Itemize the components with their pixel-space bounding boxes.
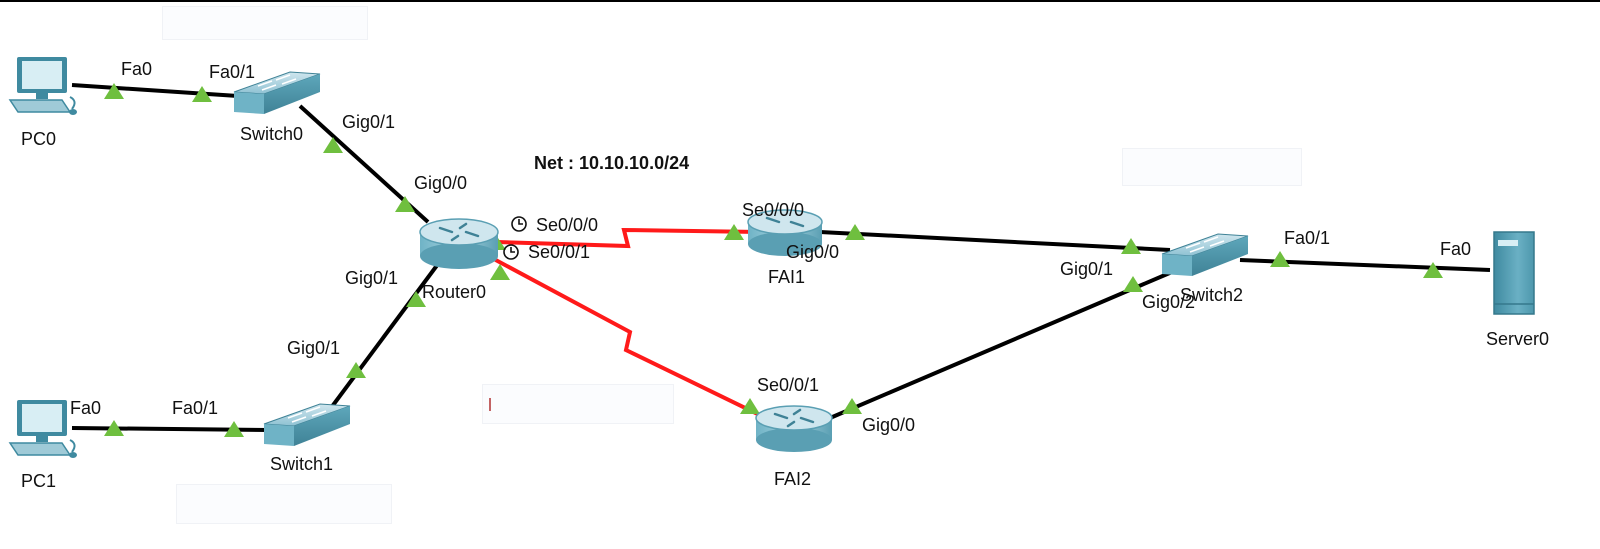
device-label: PC0	[21, 129, 56, 149]
link-fai1-switch2[interactable]	[819, 230, 1171, 252]
device-switch2[interactable]: Switch2	[1161, 233, 1249, 305]
router-icon	[419, 218, 499, 269]
port-up-icon	[1270, 251, 1290, 267]
port-label: Gig0/1	[345, 268, 398, 288]
port-up-icon	[845, 224, 865, 240]
device-fai1[interactable]: FAI1	[747, 209, 823, 287]
link-switch1-router0[interactable]	[320, 262, 440, 422]
serial-link-router0-fai1[interactable]	[496, 227, 761, 249]
link-fai2-switch2[interactable]	[829, 270, 1173, 420]
device-pc0[interactable]: PC0	[8, 57, 77, 149]
device-label: Switch2	[1180, 285, 1243, 305]
device-label: Switch1	[270, 454, 333, 474]
port-up-icon	[323, 137, 343, 153]
port-label: Se0/0/0	[536, 215, 598, 235]
port-up-icon	[1123, 276, 1143, 292]
port-up-icon	[1121, 238, 1141, 254]
port-label: Fa0	[121, 59, 152, 79]
port-up-icon	[740, 398, 760, 414]
port-up-icon	[192, 86, 212, 102]
port-up-icon	[842, 398, 862, 414]
port-label: Gig0/1	[287, 338, 340, 358]
device-label: Server0	[1486, 329, 1549, 349]
port-label: Fa0/1	[172, 398, 218, 418]
device-router0[interactable]: Router0	[419, 218, 499, 302]
port-label: Gig0/1	[342, 112, 395, 132]
empty-note-box[interactable]	[482, 384, 674, 424]
port-label: Se0/0/1	[528, 242, 590, 262]
clock-icon	[511, 216, 527, 232]
port-up-icon	[490, 264, 510, 280]
port-label: Se0/0/1	[757, 375, 819, 395]
switch-icon	[263, 403, 351, 446]
port-up-icon	[224, 421, 244, 437]
port-up-icon	[104, 420, 124, 436]
device-label: Switch0	[240, 124, 303, 144]
device-pc1[interactable]: PC1	[8, 400, 77, 491]
port-label: Fa0	[70, 398, 101, 418]
port-label: Gig0/0	[862, 415, 915, 435]
port-label: Fa0/1	[1284, 228, 1330, 248]
switch-icon	[1161, 233, 1249, 276]
empty-note-box[interactable]	[176, 484, 392, 524]
port-up-icon	[346, 362, 366, 378]
server-icon	[1493, 231, 1535, 315]
device-switch0[interactable]: Switch0	[233, 71, 321, 144]
device-label: FAI2	[774, 469, 811, 489]
empty-note-box[interactable]	[162, 6, 368, 40]
switch-icon	[233, 71, 321, 114]
port-label: Se0/0/0	[742, 200, 804, 220]
port-up-icon	[1423, 262, 1443, 278]
port-label: Gig0/1	[1060, 259, 1113, 279]
port-up-icon	[406, 291, 426, 307]
empty-note-box[interactable]	[1122, 148, 1302, 186]
serial-link-router0-fai2[interactable]	[491, 256, 771, 422]
device-label: FAI1	[768, 267, 805, 287]
router-icon	[747, 209, 823, 256]
device-label: PC1	[21, 471, 56, 491]
router-icon	[755, 405, 833, 452]
port-status-markers	[104, 83, 1443, 437]
port-label: Fa0	[1440, 239, 1471, 259]
port-label: Fa0/1	[209, 62, 255, 82]
pc-icon	[8, 57, 77, 115]
pc-icon	[8, 400, 77, 458]
port-up-icon	[395, 196, 415, 212]
clock-icon	[503, 244, 519, 260]
port-label: Gig0/0	[414, 173, 467, 193]
device-fai2[interactable]: FAI2	[755, 405, 833, 489]
network-annotation[interactable]: Net : 10.10.10.0/24	[534, 153, 689, 173]
port-label: Gig0/2	[1142, 292, 1195, 312]
port-label: Gig0/0	[786, 242, 839, 262]
device-server0[interactable]: Server0	[1486, 231, 1549, 349]
port-up-icon	[724, 224, 744, 240]
device-switch1[interactable]: Switch1	[263, 403, 351, 474]
link-pc0-switch0[interactable]	[71, 83, 239, 98]
port-up-icon	[104, 83, 124, 99]
device-label: Router0	[422, 282, 486, 302]
